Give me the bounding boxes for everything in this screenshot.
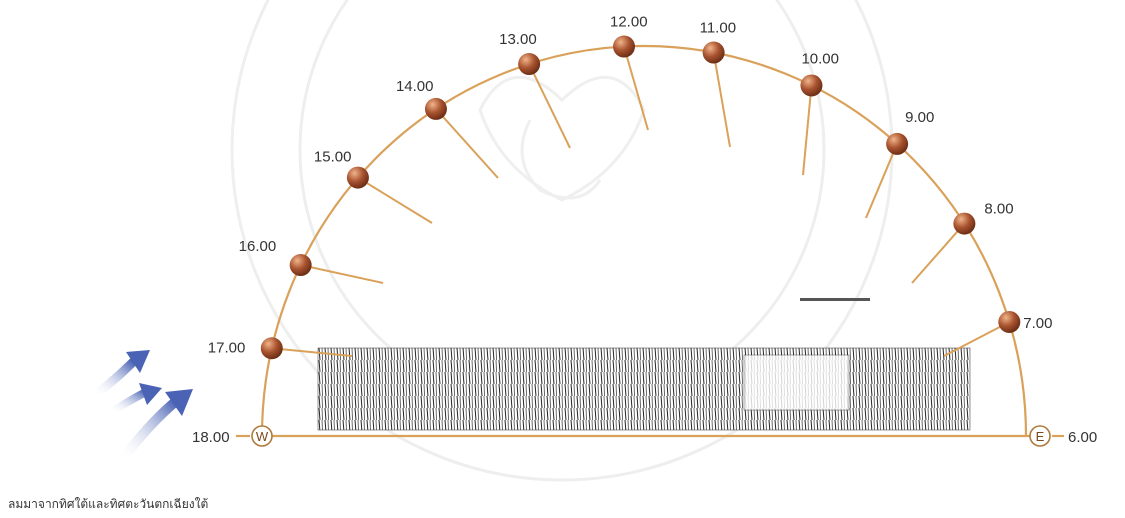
wind-caption: ลมมาจากทิศใต้และทิศตะวันตกเฉียงใต้: [8, 497, 209, 511]
sun-ray: [802, 85, 813, 176]
sun-time-label: 17.00: [208, 339, 246, 356]
sun-time-label: 8.00: [984, 201, 1013, 218]
sun-time-label: 14.00: [396, 78, 434, 95]
sun-ray: [435, 108, 499, 179]
sun-icon: [518, 53, 541, 76]
sun-ray: [623, 46, 649, 131]
west-time-label: 18.00: [192, 429, 230, 446]
sun-icon: [998, 310, 1021, 333]
building: [317, 298, 971, 431]
time-labels: 7.00 8.00 9.00 10.00 11.00 12.00 13.00 14.00 15.…: [208, 14, 1053, 357]
sun-path-arc: [260, 44, 1028, 437]
sun-time-label: 11.00: [700, 20, 736, 37]
sun-time-label: 7.00: [1023, 315, 1052, 332]
sun-ray: [712, 52, 731, 148]
sun-rays: [271, 46, 1010, 357]
sun-time-label: 13.00: [499, 31, 537, 48]
sun-ray: [300, 264, 384, 284]
sun-icon: [346, 166, 369, 189]
sun-icon: [702, 41, 725, 64]
sun-ray: [357, 176, 433, 224]
sun-time-label: 16.00: [239, 238, 277, 255]
wind-arrow-icon: [117, 389, 193, 465]
compass-marker-icon: [251, 425, 273, 447]
sun-icon: [886, 132, 909, 155]
sun-ray: [271, 347, 353, 357]
sun-icon: [613, 35, 636, 58]
sun-icon: [800, 74, 823, 97]
wind-arrow-icon: [108, 383, 162, 416]
east-time-label: 6.00: [1068, 429, 1097, 446]
east-letter: E: [1036, 429, 1045, 444]
sun-time-label: 12.00: [610, 14, 648, 31]
west-marker: W: [251, 425, 273, 447]
compass-marker-icon: [1029, 425, 1051, 447]
sun-ray: [943, 321, 1010, 357]
sun-ray: [865, 143, 899, 219]
sun-time-label: 10.00: [801, 50, 839, 67]
east-marker: E: [1029, 425, 1051, 447]
sun-ray: [528, 63, 571, 149]
sun-icon: [260, 337, 283, 360]
sun-ray: [911, 222, 966, 284]
sun-time-label: 9.00: [905, 109, 934, 126]
wind-arrow-icon: [90, 350, 150, 400]
sun-time-label: 15.00: [314, 149, 352, 166]
west-letter: W: [256, 429, 269, 444]
sun-icon: [289, 254, 312, 277]
wind-arrows: [90, 350, 193, 465]
sun-icon: [953, 212, 976, 235]
sun-positions: [260, 35, 1021, 360]
sun-icon: [424, 97, 447, 120]
